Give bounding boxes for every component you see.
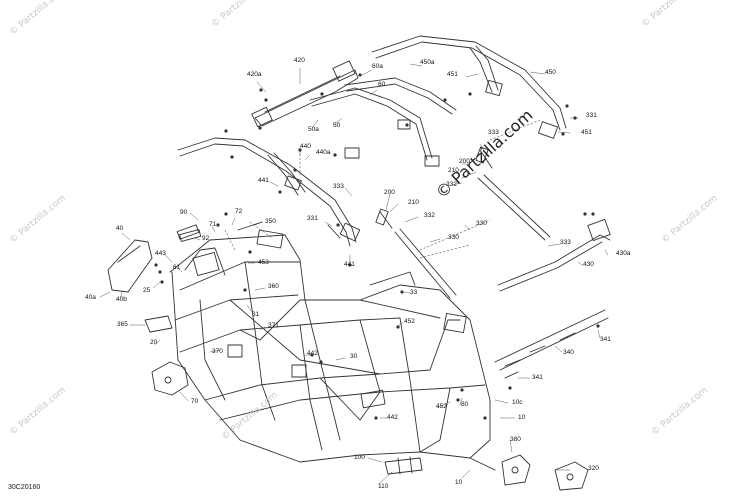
callout-330b[interactable]: 330 [448, 234, 459, 241]
callout-33[interactable]: 33 [410, 289, 418, 296]
callout-332b[interactable]: 332 [424, 212, 435, 219]
bottom-bracket-100 [384, 456, 423, 475]
callout-200b[interactable]: 200 [384, 189, 395, 196]
callout-365[interactable]: 365 [117, 321, 128, 328]
callout-341b[interactable]: 341 [532, 374, 543, 381]
callout-451b[interactable]: 451 [581, 129, 592, 136]
callout-71[interactable]: 71 [209, 221, 217, 228]
side-rail-340 [494, 309, 609, 371]
fasteners [154, 73, 600, 420]
callout-350[interactable]: 350 [265, 218, 276, 225]
callout-60a[interactable]: 60a [372, 63, 383, 70]
callout-451[interactable]: 451 [447, 71, 458, 78]
callout-200[interactable]: 200 [459, 158, 470, 165]
callout-371[interactable]: 371 [268, 322, 279, 329]
callout-100[interactable]: 100 [354, 454, 365, 461]
leader-lines [99, 63, 609, 485]
callout-20[interactable]: 20 [150, 339, 158, 346]
callout-10[interactable]: 10 [518, 414, 526, 421]
callout-443[interactable]: 443 [155, 250, 166, 257]
callout-341[interactable]: 341 [600, 336, 611, 343]
callout-452b[interactable]: 452 [436, 403, 447, 410]
callout-420a[interactable]: 420a [247, 71, 262, 78]
rear-bracket-320 [554, 461, 589, 491]
front-roll-bar [177, 137, 361, 247]
plate-365 [144, 315, 173, 333]
callout-430[interactable]: 430 [583, 261, 594, 268]
callout-360[interactable]: 360 [268, 283, 279, 290]
callout-450[interactable]: 450 [545, 69, 556, 76]
callout-420[interactable]: 420 [294, 57, 305, 64]
callout-92[interactable]: 92 [202, 235, 210, 242]
callout-40a[interactable]: 40a [85, 294, 96, 301]
callout-90[interactable]: 90 [180, 209, 188, 216]
callout-50[interactable]: 50 [333, 122, 341, 129]
callout-333c[interactable]: 333 [560, 239, 571, 246]
callout-25[interactable]: 25 [143, 287, 151, 294]
callout-441b[interactable]: 441 [344, 261, 355, 268]
callout-330[interactable]: 330 [476, 220, 487, 227]
callout-380[interactable]: 380 [510, 436, 521, 443]
callout-80[interactable]: 80 [461, 401, 469, 408]
side-bar-430 [497, 218, 611, 292]
callout-333b[interactable]: 333 [333, 183, 344, 190]
roof-bracket-420 [251, 60, 359, 128]
callout-10c[interactable]: 10c [512, 399, 523, 406]
callout-331b[interactable]: 331 [307, 215, 318, 222]
diagram-code: 30C20160 [8, 484, 41, 491]
callout-31[interactable]: 31 [252, 311, 260, 318]
front-mount-bracket [107, 239, 153, 293]
callout-441[interactable]: 441 [258, 177, 269, 184]
callout-40[interactable]: 40 [116, 225, 124, 232]
rear-bracket-380 [501, 454, 531, 486]
callout-110[interactable]: 110 [378, 483, 389, 490]
callout-450a[interactable]: 450a [420, 59, 435, 66]
callout-72[interactable]: 72 [235, 208, 243, 215]
main-chassis-frame [169, 224, 496, 471]
roof-cross-bars [309, 77, 457, 167]
callout-61[interactable]: 61 [173, 264, 181, 271]
callout-30[interactable]: 30 [350, 353, 358, 360]
diagonal-braces [379, 149, 551, 299]
rear-roll-bar [371, 35, 567, 139]
callout-442[interactable]: 442 [307, 350, 318, 357]
callout-70[interactable]: 70 [191, 398, 199, 405]
callout-370[interactable]: 370 [212, 348, 223, 355]
callout-40b[interactable]: 40b [116, 296, 127, 303]
small-components [179, 146, 519, 379]
callout-210[interactable]: 210 [448, 167, 459, 174]
callout-440a[interactable]: 440a [316, 149, 331, 156]
callout-210b[interactable]: 210 [408, 199, 419, 206]
callout-332[interactable]: 332 [446, 181, 457, 188]
lower-left-bracket [151, 361, 189, 396]
callout-333[interactable]: 333 [488, 129, 499, 136]
callout-340[interactable]: 340 [563, 349, 574, 356]
callout-10b[interactable]: 10 [455, 479, 463, 486]
callout-320[interactable]: 320 [588, 465, 599, 472]
callout-50a[interactable]: 50a [308, 126, 319, 133]
callout-60[interactable]: 60 [378, 81, 386, 88]
callout-452[interactable]: 452 [404, 318, 415, 325]
callout-331[interactable]: 331 [586, 112, 597, 119]
callout-453[interactable]: 453 [258, 259, 269, 266]
callout-430a[interactable]: 430a [616, 250, 631, 257]
reference-lines [224, 119, 541, 259]
callout-442b[interactable]: 442 [387, 414, 398, 421]
callout-440[interactable]: 440 [300, 143, 311, 150]
